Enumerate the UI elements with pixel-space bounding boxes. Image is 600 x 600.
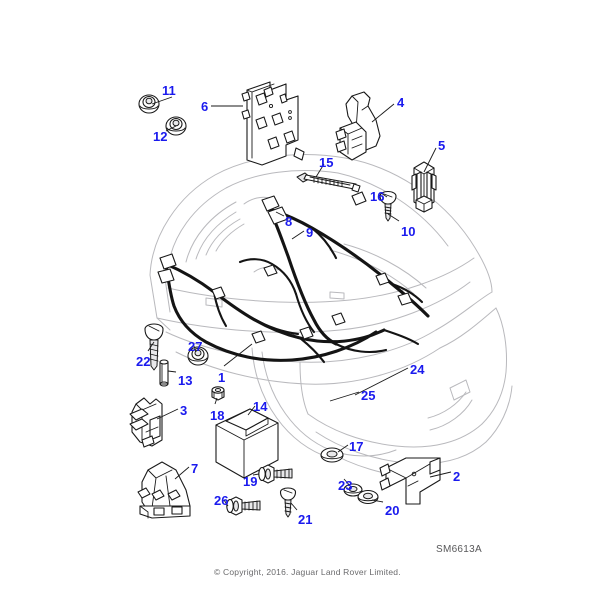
leader-line-1 (223, 343, 253, 367)
callout-20-washer-small[interactable]: 20 (385, 503, 400, 518)
callout-10-body-panel-edge[interactable]: 10 (401, 224, 416, 239)
callout-4-harness-clip-bracket[interactable]: 4 (397, 95, 405, 110)
callout-21-screw-pan-head-small[interactable]: 21 (298, 512, 313, 527)
callout-11-grommet-upper[interactable]: 11 (162, 83, 176, 98)
leader-line-23 (343, 478, 352, 488)
leader-line-16 (380, 192, 388, 198)
leader-line-20 (371, 499, 384, 503)
leader-line-21 (290, 502, 298, 511)
leader-line-25 (329, 391, 360, 402)
callout-3-bracket-retainer-left[interactable]: 3 (180, 403, 188, 418)
leader-line-26 (223, 499, 229, 507)
leader-line-24 (354, 367, 409, 396)
car-body-outline (149, 154, 513, 479)
leader-line-17 (337, 444, 349, 453)
part-3-bracket-retainer-left (129, 397, 163, 448)
part-18-nut-hex (211, 386, 225, 401)
callout-14-battery-box[interactable]: 14 (253, 399, 268, 414)
leader-line-19 (252, 473, 260, 476)
leader-line-18 (214, 397, 218, 405)
callout-17-washer-large[interactable]: 17 (349, 439, 364, 454)
leader-line-7 (174, 466, 190, 480)
part-21-screw-pan-head-small (279, 487, 297, 518)
leader-line-2 (429, 471, 452, 478)
leader-line-10 (387, 213, 400, 222)
callout-24-body-side-panel[interactable]: 24 (410, 362, 425, 377)
leader-line-3 (156, 408, 179, 420)
callout-26-bolt-flanged-hex-small[interactable]: 26 (214, 493, 229, 508)
callout-1-main-wiring-harness[interactable]: 1 (218, 370, 226, 385)
part-22-bolt-flanged-large (144, 323, 164, 371)
callout-12-grommet-lower[interactable]: 12 (153, 129, 168, 144)
part-2-channel-bracket (379, 457, 441, 505)
part-27-grommet-small (187, 346, 209, 366)
part-4-harness-clip-bracket (335, 91, 381, 161)
callout-9-harness-branch[interactable]: 9 (306, 225, 314, 240)
part-19-bolt-flanged-hex (258, 464, 293, 484)
leader-line-27 (193, 345, 197, 353)
callout-25-body-rocker-panel[interactable]: 25 (361, 388, 376, 403)
copyright-notice: © Copyright, 2016. Jaguar Land Rover Lim… (214, 567, 401, 577)
part-26-bolt-flanged-hex-small (226, 496, 261, 516)
callout-16-screw-pan-head[interactable]: 16 (370, 189, 385, 204)
callout-2-channel-bracket[interactable]: 2 (453, 469, 461, 484)
part-14-battery-box (215, 408, 279, 479)
leader-line-15 (315, 163, 325, 178)
part-6-mounting-bracket-plate (241, 81, 305, 166)
callout-19-bolt-flanged-hex[interactable]: 19 (243, 474, 258, 489)
leader-line-5 (423, 147, 437, 173)
part-16-screw-pan-head (379, 190, 397, 222)
callout-7-bracket-mounting-lower[interactable]: 7 (191, 461, 199, 476)
part-11-grommet-upper (138, 94, 160, 114)
wiring-harness (157, 191, 430, 364)
leader-line-9 (291, 230, 305, 240)
part-23-washer-medium (343, 483, 363, 497)
leader-line-12 (165, 125, 177, 132)
callout-15-cable-tie[interactable]: 15 (319, 155, 334, 170)
callout-27-grommet-small[interactable]: 27 (188, 339, 203, 354)
callout-8-harness-connector-upper[interactable]: 8 (285, 214, 293, 229)
part-20-washer-small (357, 489, 379, 505)
callout-18-nut-hex[interactable]: 18 (210, 408, 225, 423)
part-7-bracket-mounting-lower (137, 461, 191, 519)
callout-23-washer-medium[interactable]: 23 (338, 478, 353, 493)
leader-line-22 (147, 341, 155, 352)
leader-line-13 (167, 370, 177, 373)
leader-line-4 (371, 103, 395, 123)
callout-5-connector-retainer-clip[interactable]: 5 (438, 138, 446, 153)
part-13-sleeve-spacer (159, 359, 169, 387)
leader-line-11 (151, 96, 173, 105)
part-15-cable-tie (296, 172, 361, 193)
callout-6-mounting-bracket-plate[interactable]: 6 (201, 99, 209, 114)
callout-22-bolt-flanged-large[interactable]: 22 (136, 354, 151, 369)
part-number-label: SM6613A (435, 544, 482, 555)
leader-line-14 (247, 405, 256, 416)
leader-line-8 (275, 211, 285, 217)
part-5-connector-retainer-clip (411, 161, 437, 213)
part-17-washer-large (320, 447, 344, 463)
callout-leader-lines (147, 96, 452, 511)
callout-13-sleeve-spacer[interactable]: 13 (178, 373, 193, 388)
